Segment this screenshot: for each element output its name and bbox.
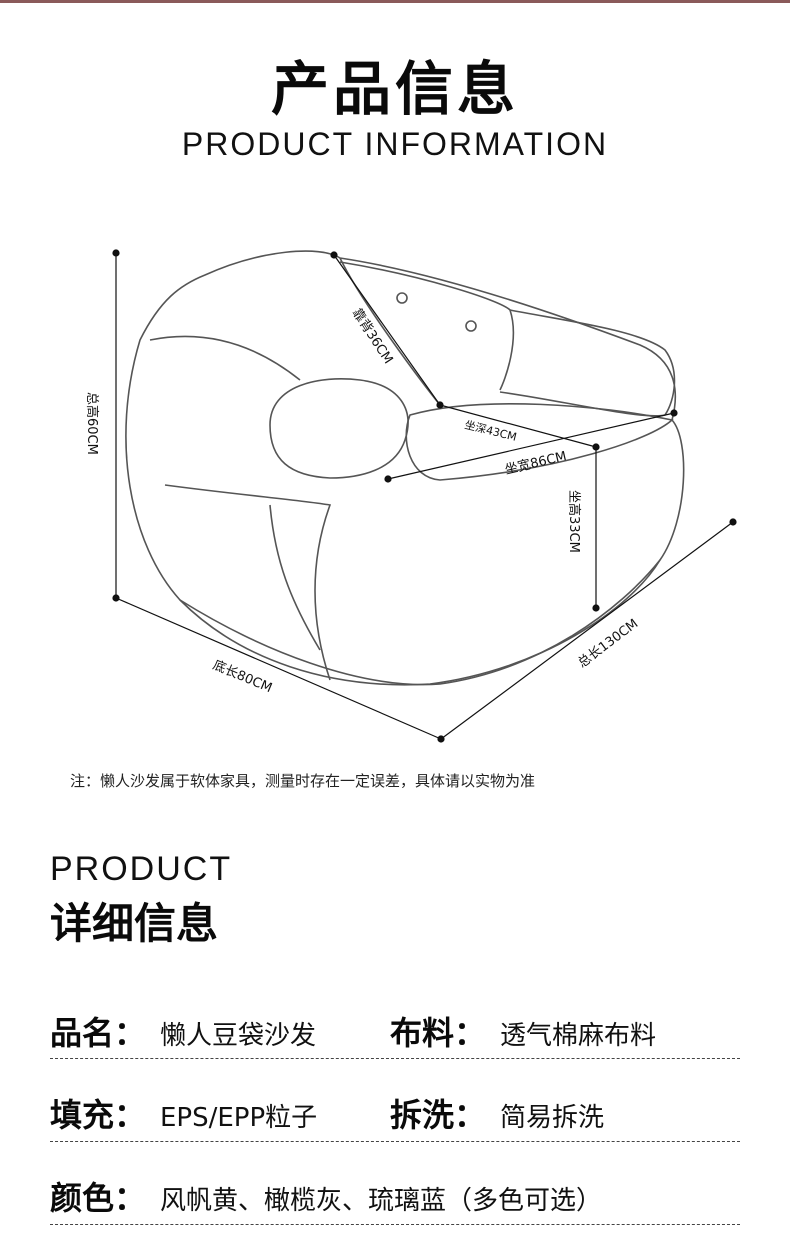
- fabric-value: 透气棉麻布料: [500, 1021, 657, 1051]
- row-divider-3: [50, 1224, 740, 1225]
- sofa-left-arm-side: [149, 335, 301, 381]
- bottom-length-line: [115, 597, 442, 740]
- details-heading-en: PRODUCT: [50, 850, 233, 888]
- label-seat-width: 坐宽86CM: [503, 448, 568, 478]
- top-accent-line: [0, 0, 790, 3]
- total-length-line: [440, 521, 734, 740]
- seat-depth-line: [439, 404, 597, 448]
- details-heading-cn: 详细信息: [50, 899, 219, 948]
- page-subtitle: PRODUCT INFORMATION: [181, 126, 609, 162]
- sofa-back-cushion: [339, 261, 515, 391]
- label-total-length: 总长130CM: [575, 616, 641, 671]
- page-title: 产品信息: [270, 55, 519, 123]
- sofa-button-1: [396, 292, 408, 304]
- dimension-labels: 总高60CM 靠背36CM 坐深43CM 坐宽86CM 坐高33CM 底长80C…: [84, 306, 641, 696]
- seat-height-dot-bottom: [592, 604, 600, 612]
- row-divider-2: [50, 1141, 740, 1142]
- sofa-seat: [405, 403, 674, 481]
- seat-width-dot-right: [670, 409, 678, 417]
- washing-value: 简易拆洗: [500, 1103, 605, 1133]
- back-height-line: [333, 254, 441, 406]
- color-label: 颜色：: [50, 1179, 147, 1217]
- measurement-note: 注：懒人沙发属于软体家具，测量时存在一定误差，具体请以实物为准: [70, 772, 536, 790]
- total-height-dot-top: [112, 249, 120, 257]
- row-divider-1: [50, 1058, 740, 1059]
- sofa-body-outline: [125, 250, 685, 686]
- sofa-sketch: [125, 250, 685, 686]
- filling-label: 填充：: [50, 1096, 147, 1134]
- info-row-color: 颜色： 风帆黄、橄榄灰、琉璃蓝（多色可选）: [50, 1173, 740, 1217]
- seat-width-dot-left: [384, 475, 392, 483]
- sofa-left-arm-roll: [269, 378, 409, 479]
- sofa-dimension-illustration: 总高60CM 靠背36CM 坐深43CM 坐宽86CM 坐高33CM 底长80C…: [84, 249, 737, 743]
- sofa-base: [179, 559, 661, 686]
- info-row-name-fabric: 品名： 懒人豆袋沙发 布料： 透气棉麻布料: [50, 1008, 740, 1052]
- product-name-label: 品名：: [50, 1014, 147, 1052]
- seat-width-line: [387, 412, 675, 480]
- sofa-button-2: [465, 320, 477, 332]
- label-seat-depth: 坐深43CM: [463, 418, 518, 443]
- label-total-height: 总高60CM: [84, 392, 100, 455]
- fabric-label: 布料：: [390, 1014, 487, 1052]
- info-row-filling-washing: 填充： EPS/EPP粒子 拆洗： 简易拆洗: [50, 1090, 740, 1134]
- sofa-front-seam: [164, 484, 332, 681]
- label-seat-height: 坐高33CM: [566, 490, 582, 553]
- sofa-front-pleat: [269, 504, 321, 651]
- total-length-dot: [729, 518, 737, 526]
- color-value: 风帆黄、橄榄灰、琉璃蓝（多色可选）: [160, 1186, 603, 1216]
- filling-value: EPS/EPP粒子: [160, 1103, 318, 1133]
- product-name-value: 懒人豆袋沙发: [160, 1021, 317, 1051]
- back-height-dot-top: [330, 251, 338, 259]
- dimension-lines: [112, 249, 737, 743]
- washing-label: 拆洗：: [390, 1096, 487, 1134]
- sofa-inner-back: [339, 257, 441, 406]
